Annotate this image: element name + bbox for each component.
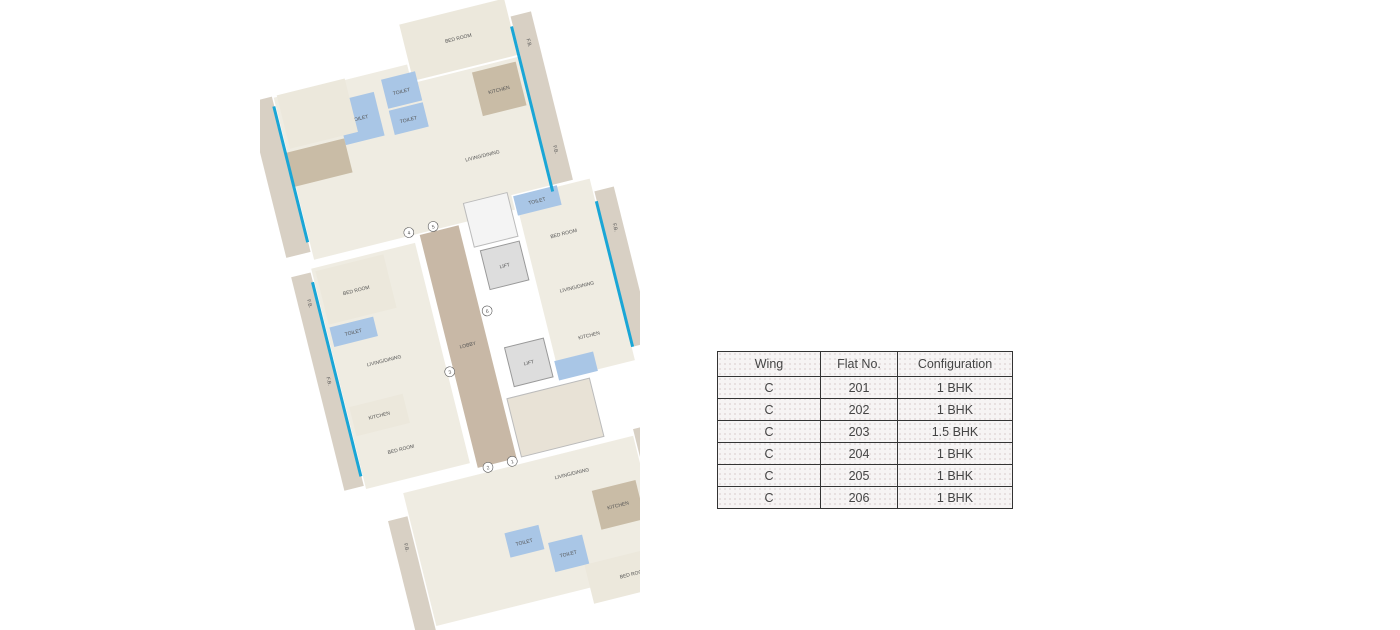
header-configuration: Configuration (897, 351, 1013, 377)
room-toilet (504, 524, 545, 558)
header-wing: Wing (717, 351, 821, 377)
staircase (506, 377, 605, 458)
room-toilet (513, 185, 562, 216)
svg-text:2: 2 (486, 465, 490, 472)
flower-bed-label: F.B. (611, 223, 619, 233)
svg-text:TOILET: TOILET (344, 328, 362, 338)
flower-bed-label: F.B. (402, 543, 410, 553)
svg-text:TOILET: TOILET (351, 114, 369, 124)
svg-text:KITCHEN: KITCHEN (607, 500, 630, 511)
cell-flat-no: 205 (820, 464, 898, 487)
svg-text:TOILET: TOILET (392, 87, 410, 97)
flat-markers: 4 5 6 3 2 1 (403, 221, 518, 473)
cell-flat-no: 201 (820, 376, 898, 399)
lift (503, 337, 554, 388)
room-toilet (554, 351, 598, 381)
cell-configuration: 1 BHK (897, 464, 1013, 487)
cell-flat-no: 206 (820, 486, 898, 509)
duct (462, 191, 519, 248)
cell-flat-no: 203 (820, 420, 898, 443)
table-header-row: Wing Flat No. Configuration (717, 351, 1013, 377)
svg-text:6: 6 (485, 309, 489, 316)
balcony (594, 186, 640, 347)
svg-text:LIFT: LIFT (499, 262, 510, 270)
balcony (388, 516, 439, 630)
balcony (509, 11, 580, 211)
cell-configuration: 1 BHK (897, 486, 1013, 509)
cell-wing: C (717, 464, 821, 487)
svg-text:TOILET: TOILET (515, 538, 533, 548)
flower-bed-label: F.B. (324, 376, 332, 386)
svg-text:1: 1 (510, 459, 514, 466)
room-bed-room (584, 543, 640, 604)
flower-bed-label: F.B. (525, 38, 533, 48)
cell-wing: C (717, 376, 821, 399)
cell-wing: C (717, 398, 821, 421)
svg-text:3: 3 (448, 369, 452, 376)
floor-plan: F.B. F.B. BED ROOM TOILET TOILET TOILET … (260, 0, 640, 630)
room-toilet (381, 71, 423, 109)
balcony (260, 96, 311, 258)
svg-text:5: 5 (431, 224, 435, 231)
svg-text:TOILET: TOILET (559, 549, 577, 559)
cell-configuration: 1 BHK (897, 398, 1013, 421)
lift (479, 240, 530, 291)
svg-text:LOBBY: LOBBY (459, 340, 477, 350)
svg-text:KITCHEN: KITCHEN (488, 85, 511, 96)
lobby (419, 225, 517, 468)
room-toilet (548, 534, 590, 573)
cell-flat-no: 204 (820, 442, 898, 465)
svg-text:LIFT: LIFT (523, 359, 534, 367)
room-bed-room (276, 78, 358, 149)
cell-configuration: 1 BHK (897, 376, 1013, 399)
balcony (291, 272, 364, 491)
cell-configuration: 1.5 BHK (897, 420, 1013, 443)
room-kitchen (591, 480, 640, 530)
room-kitchen (349, 393, 410, 437)
flower-bed-label: F.B. (305, 299, 313, 309)
room-toilet (388, 102, 429, 136)
room-toilet (329, 316, 378, 347)
room-kitchen (471, 61, 527, 117)
kitchen-counter (285, 138, 353, 187)
room-bed-room (396, 0, 521, 84)
svg-text:TOILET: TOILET (528, 197, 546, 207)
flower-bed-label: F.B. (551, 145, 559, 155)
cell-flat-no: 202 (820, 398, 898, 421)
cell-wing: C (717, 442, 821, 465)
cell-wing: C (717, 420, 821, 443)
svg-text:KITCHEN: KITCHEN (368, 410, 391, 421)
svg-text:KITCHEN: KITCHEN (578, 330, 601, 341)
cell-configuration: 1 BHK (897, 442, 1013, 465)
header-flat-no: Flat No. (820, 351, 898, 377)
svg-text:TOILET: TOILET (399, 115, 417, 125)
room-bed-room (315, 254, 397, 325)
svg-text:4: 4 (407, 230, 411, 237)
cell-wing: C (717, 486, 821, 509)
